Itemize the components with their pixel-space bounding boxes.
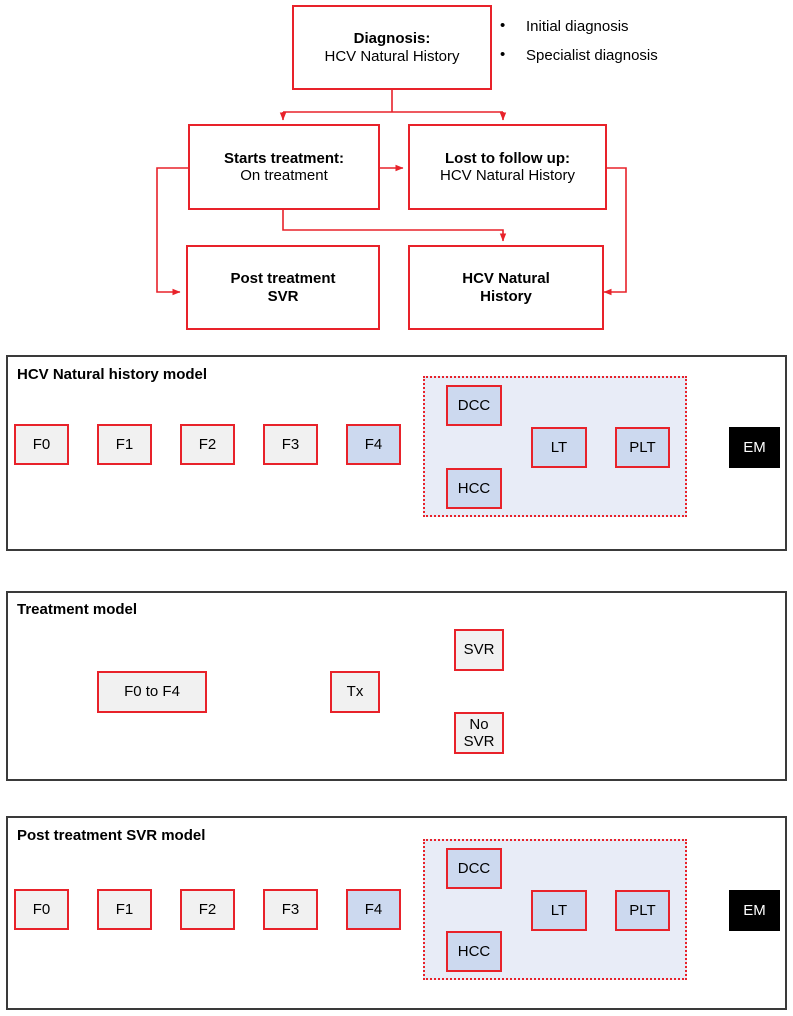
node-tx-label: Tx [346,683,364,701]
node-lt-label: LT [550,438,568,456]
node-f0-to-f4-label: F0 to F4 [124,683,180,701]
node-em-label: EM [743,438,766,456]
node-f1-svr[interactable]: F1 [97,889,152,930]
node-hcc[interactable]: HCC [446,468,502,509]
bullet-label: Specialist diagnosis [526,47,658,64]
node-em-svr[interactable]: EM [729,890,780,931]
panel-natural-history-model-title: HCV Natural history model [17,366,208,383]
lost-to-follow-up-box[interactable]: Lost to follow up: HCV Natural History [408,124,607,210]
node-f3[interactable]: F3 [263,424,318,465]
post-treatment-svr-title: Post treatment [230,270,336,288]
node-plt-svr[interactable]: PLT [615,890,670,931]
node-f4-svr[interactable]: F4 [346,889,401,930]
bullet-icon: • [500,46,506,63]
node-f2-svr-label: F2 [198,900,217,918]
node-lt-svr[interactable]: LT [531,890,587,931]
node-f2-svr[interactable]: F2 [180,889,235,930]
node-no-svr[interactable]: No SVR [454,712,504,754]
node-f0-svr[interactable]: F0 [14,889,69,930]
node-f3-svr-label: F3 [281,900,300,918]
node-dcc-svr[interactable]: DCC [446,848,502,889]
diagnosis-title: Diagnosis: [353,30,431,48]
hcv-natural-history-box[interactable]: HCV Natural History [408,245,604,330]
panel-post-treatment-svr-model-title: Post treatment SVR model [17,827,206,844]
node-hcc-svr[interactable]: HCC [446,931,502,972]
list-item: • Specialist diagnosis [500,47,658,64]
node-svr[interactable]: SVR [454,629,504,671]
node-em[interactable]: EM [729,427,780,468]
node-plt-svr-label: PLT [629,901,656,919]
node-f2-label: F2 [198,435,217,453]
node-f0[interactable]: F0 [14,424,69,465]
node-plt[interactable]: PLT [615,427,670,468]
node-svr-label: SVR [463,641,495,659]
bullet-icon: • [500,17,506,34]
node-lt[interactable]: LT [531,427,587,468]
lost-to-follow-up-title: Lost to follow up: [445,149,570,167]
node-f0-svr-label: F0 [32,900,51,918]
bullet-label: Initial diagnosis [526,18,629,35]
node-f1[interactable]: F1 [97,424,152,465]
node-f3-label: F3 [281,435,300,453]
node-hcc-svr-label: HCC [457,942,491,960]
node-f3-svr[interactable]: F3 [263,889,318,930]
diagnosis-bullet-list: • Initial diagnosis • Specialist diagnos… [500,18,658,76]
panel-treatment-model-title: Treatment model [17,601,138,618]
node-f0-label: F0 [32,435,51,453]
node-f4-svr-label: F4 [364,900,383,918]
diagnosis-subtitle: HCV Natural History [324,47,460,65]
node-f0-to-f4[interactable]: F0 to F4 [97,671,207,713]
list-item: • Initial diagnosis [500,18,658,35]
node-f4[interactable]: F4 [346,424,401,465]
node-dcc-svr-label: DCC [457,859,491,877]
node-hcc-label: HCC [457,479,491,497]
node-f4-label: F4 [364,435,383,453]
node-no-svr-label: No SVR [463,715,495,750]
hcv-natural-history-subtitle: History [480,287,532,305]
lost-to-follow-up-subtitle: HCV Natural History [439,167,576,184]
node-f1-svr-label: F1 [115,900,134,918]
post-treatment-svr-box[interactable]: Post treatment SVR [186,245,380,330]
node-dcc-label: DCC [457,396,491,414]
node-plt-label: PLT [629,438,656,456]
post-treatment-svr-subtitle: SVR [267,287,299,305]
node-f2[interactable]: F2 [180,424,235,465]
node-lt-svr-label: LT [550,901,568,919]
starts-treatment-subtitle: On treatment [240,167,328,184]
node-em-svr-label: EM [743,901,766,919]
node-tx[interactable]: Tx [330,671,380,713]
node-dcc[interactable]: DCC [446,385,502,426]
node-f1-label: F1 [115,435,134,453]
starts-treatment-title: Starts treatment: [223,149,345,167]
starts-treatment-box[interactable]: Starts treatment: On treatment [188,124,380,210]
hcv-natural-history-title: HCV Natural [462,270,550,288]
diagnosis-box[interactable]: Diagnosis: HCV Natural History [292,5,492,90]
